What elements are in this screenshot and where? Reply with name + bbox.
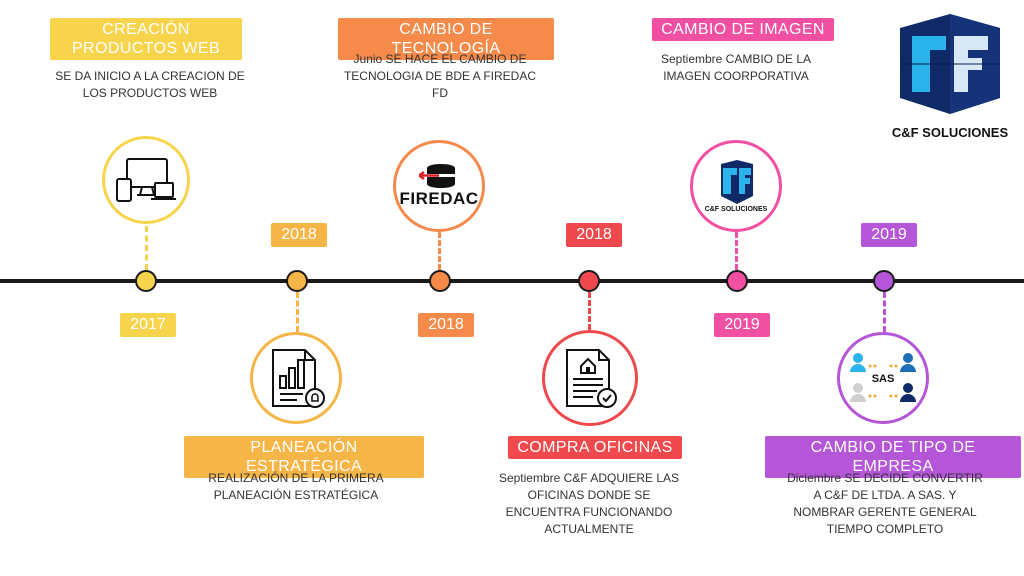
event-description-planeacion-estrategica: REALIZACIÓN DE LA PRIMERA PLANEACIÓN EST… bbox=[208, 471, 384, 502]
event-title-compra-oficinas: COMPRA OFICINAS bbox=[508, 436, 682, 459]
people-network-icon: SAS bbox=[837, 332, 929, 424]
cf-soluciones-logo: C&F SOLUCIONES bbox=[888, 14, 1012, 140]
event-title-planeacion-estrategica: PLANEACIÓN ESTRATÉGICA bbox=[184, 436, 424, 478]
event-description-cambio-de-tipo-de-empresa: Diciembre SE DECIDE CONVERTIR A C&F DE L… bbox=[787, 471, 983, 536]
timeline-dot-2019 bbox=[726, 270, 748, 292]
timeline-dot-2019 bbox=[873, 270, 895, 292]
timeline-dot-2018 bbox=[429, 270, 451, 292]
connector-dash bbox=[735, 232, 738, 270]
connector-dash bbox=[438, 232, 441, 270]
year-badge-2018: 2018 bbox=[566, 223, 622, 247]
event-description-cambio-de-tecnologia: Junio SE HACE EL CAMBIO DE TECNOLOGIA DE… bbox=[343, 52, 537, 100]
firedac-logo-text: FIREDAC bbox=[399, 189, 479, 208]
report-chart-icon bbox=[250, 332, 342, 424]
connector-dash bbox=[883, 292, 886, 332]
year-badge-2017: 2017 bbox=[120, 313, 176, 337]
event-title-cambio-de-tecnologia: CAMBIO DE TECNOLOGÍA bbox=[338, 18, 554, 60]
event-description-cambio-de-imagen: Septiembre CAMBIO DE LA IMAGEN COORPORAT… bbox=[660, 52, 812, 83]
year-badge-2019: 2019 bbox=[861, 223, 917, 247]
property-document-icon bbox=[542, 330, 638, 426]
year-badge-2018: 2018 bbox=[418, 313, 474, 337]
connector-dash bbox=[296, 292, 299, 332]
year-badge-2018: 2018 bbox=[271, 223, 327, 247]
connector-dash bbox=[588, 292, 591, 330]
timeline-line bbox=[0, 279, 1024, 283]
event-description-creacion-productos-web: SE DA INICIO A LA CREACION DE LOS PRODUC… bbox=[55, 69, 245, 100]
timeline-dot-2017 bbox=[135, 270, 157, 292]
brand-name: C&F SOLUCIONES bbox=[891, 125, 1009, 140]
timeline-dot-2018 bbox=[286, 270, 308, 292]
event-title-cambio-de-imagen: CAMBIO DE IMAGEN bbox=[652, 18, 834, 41]
timeline-dot-2018 bbox=[578, 270, 600, 292]
firedac-logo: FIREDAC bbox=[393, 140, 485, 232]
event-description-compra-oficinas: Septiembre C&F ADQUIERE LAS OFICINAS DON… bbox=[498, 471, 680, 536]
cf-logo-small-text: C&F SOLUCIONES bbox=[704, 205, 768, 213]
event-title-creacion-productos-web: CREACIÓN PRODUCTOS WEB bbox=[50, 18, 242, 60]
sas-label: SAS bbox=[871, 373, 895, 385]
cf-logo-icon: C&F SOLUCIONES bbox=[690, 140, 782, 232]
event-title-cambio-de-tipo-de-empresa: CAMBIO DE TIPO DE EMPRESA bbox=[765, 436, 1021, 478]
devices-icon bbox=[102, 136, 190, 224]
connector-dash bbox=[145, 226, 148, 270]
year-badge-2019: 2019 bbox=[714, 313, 770, 337]
